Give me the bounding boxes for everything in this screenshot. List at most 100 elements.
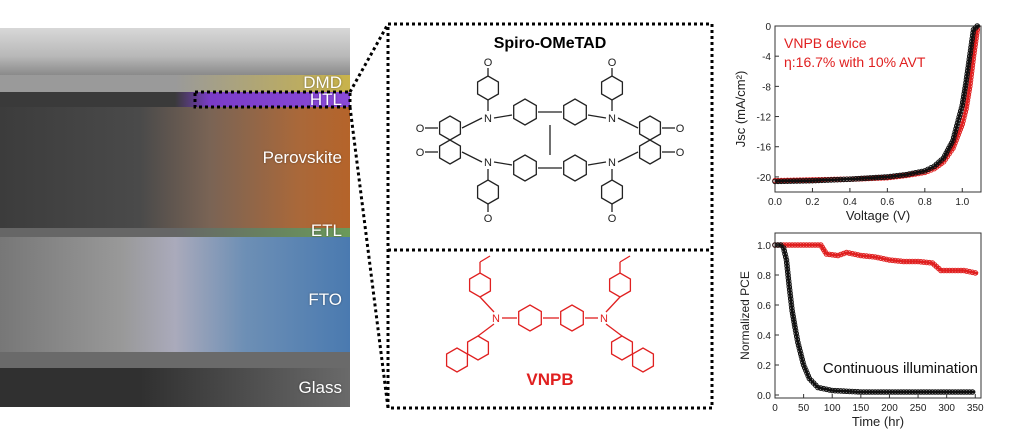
data-point [893, 172, 900, 179]
data-point [784, 263, 790, 269]
data-point [957, 111, 963, 117]
data-point [956, 129, 962, 135]
data-point [858, 252, 864, 259]
label-glass: Glass [298, 378, 342, 397]
bond [477, 323, 495, 337]
data-point [958, 105, 965, 111]
data-point [971, 44, 978, 51]
data-point [784, 266, 791, 272]
data-point [790, 313, 796, 320]
data-point [797, 348, 803, 354]
atom-label: N [608, 157, 616, 169]
data-point [831, 177, 838, 183]
data-point [875, 389, 881, 395]
data-point [790, 316, 797, 323]
data-point [872, 254, 878, 260]
interface-strip [0, 352, 350, 368]
data-point [923, 259, 930, 266]
data-point [849, 250, 856, 257]
y-axis-label: Jsc (mA/cm²) [733, 71, 748, 148]
data-point [954, 123, 960, 129]
x-tick-label: 250 [910, 403, 927, 414]
bond [461, 151, 483, 163]
benzene-ring [445, 347, 469, 373]
data-point [969, 269, 976, 276]
data-point [929, 389, 936, 395]
label-etl: ETL [310, 221, 342, 240]
y-axis-label: Normalized PCE [738, 271, 752, 360]
data-point [843, 388, 850, 395]
data-point [815, 242, 821, 248]
data-point [858, 175, 865, 182]
x-tick-label: 0 [772, 403, 778, 414]
data-point [949, 267, 956, 274]
data-point [906, 258, 913, 265]
data-point [794, 336, 801, 343]
data-point [969, 38, 975, 45]
benzene-ring [513, 154, 537, 182]
y-tick-label: 0.8 [757, 271, 771, 282]
data-point [817, 385, 824, 391]
data-point [970, 56, 976, 63]
data-point [812, 242, 818, 248]
data-point [972, 270, 979, 276]
data-point [860, 389, 867, 395]
data-point [822, 177, 828, 183]
data-point [955, 267, 961, 274]
data-point [772, 178, 778, 185]
data-point [963, 79, 969, 86]
data-point [959, 99, 966, 106]
data-point [875, 174, 882, 181]
data-point [962, 82, 969, 89]
data-point [960, 96, 967, 103]
data-point [922, 168, 928, 174]
bond [493, 114, 513, 119]
data-point [950, 134, 957, 141]
data-point [873, 174, 879, 181]
data-point [806, 177, 813, 184]
data-point [966, 59, 972, 65]
benzene-ring [466, 335, 490, 361]
data-point [789, 308, 795, 314]
data-point [840, 388, 847, 394]
annotation: VNPB device [784, 35, 867, 51]
data-point [843, 249, 850, 256]
data-point [955, 132, 961, 138]
x-tick-label: 0.6 [880, 197, 894, 208]
data-point [918, 259, 924, 265]
data-point [786, 242, 793, 248]
data-point [792, 327, 799, 334]
data-point [798, 353, 805, 360]
data-point [863, 389, 870, 395]
data-point [973, 32, 980, 39]
data-point [872, 389, 878, 395]
data-point [964, 68, 971, 74]
data-point [787, 296, 794, 302]
data-point [878, 389, 884, 395]
data-point [900, 172, 906, 178]
data-point [969, 62, 976, 69]
data-point [875, 254, 881, 261]
data-point [797, 242, 804, 248]
y-tick-label: 0.2 [757, 361, 771, 372]
atom-label: N [492, 313, 500, 325]
benzene-ring [563, 98, 587, 126]
data-point [964, 73, 970, 80]
data-point [950, 137, 956, 144]
benzene-ring [518, 304, 542, 332]
vnpb-title: VNPB [526, 370, 573, 389]
data-point [806, 242, 813, 248]
data-point [788, 299, 794, 305]
bond [605, 296, 621, 313]
data-point [820, 385, 827, 392]
data-point [795, 339, 801, 346]
data-point [900, 389, 907, 395]
data-point [834, 176, 841, 183]
data-point [941, 267, 947, 274]
atom-label: N [484, 113, 492, 125]
data-point [793, 330, 799, 337]
data-point [800, 178, 806, 184]
